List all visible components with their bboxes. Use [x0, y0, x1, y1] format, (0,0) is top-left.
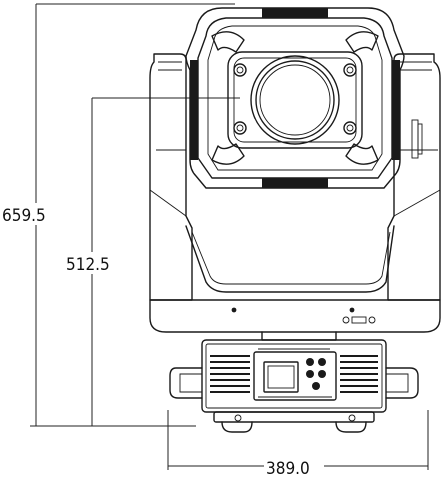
fixture-base: [169, 339, 419, 433]
screw-right: [349, 307, 355, 313]
head-top-vent: [262, 8, 328, 18]
menu-button: [306, 358, 314, 366]
lcd-display: [263, 361, 299, 393]
control-panel: [253, 351, 337, 401]
head-bottom-vent: [262, 178, 328, 188]
dimension-total-height: 659.5: [2, 206, 46, 226]
handle-bottom-right: [345, 143, 379, 165]
label-bg-mid: [64, 252, 120, 274]
moving-head: [185, 7, 405, 189]
down-button: [306, 370, 314, 378]
base-feet-bar: [213, 411, 375, 423]
yoke-inner-u: [185, 225, 395, 293]
foot-left: [221, 421, 253, 433]
head-right-vent: [392, 60, 400, 160]
lens-outer-ring: [250, 55, 340, 145]
yoke-arm-left: [149, 53, 193, 301]
lens-glass: [259, 64, 331, 136]
lens-screw-bl: [233, 121, 247, 135]
dimension-width: 389.0: [266, 459, 310, 479]
yoke-base: [149, 299, 441, 333]
foot-right: [335, 421, 367, 433]
base-vent-left: [210, 355, 250, 393]
head-left-vent: [190, 60, 198, 160]
back-button: [312, 382, 320, 390]
neck: [261, 331, 337, 341]
base-handle-left: [169, 367, 203, 399]
dimension-lines: [30, 3, 429, 470]
base-vent-right: [340, 355, 378, 393]
label-bg-width: [264, 456, 324, 478]
yoke-arm-left-detail: [156, 61, 186, 151]
base-handle-right: [385, 367, 419, 399]
lens-screw-tl: [233, 63, 247, 77]
yoke: [149, 53, 441, 333]
lens-screw-br: [343, 121, 357, 135]
handle-top-right: [345, 31, 379, 53]
enter-button: [318, 370, 326, 378]
label-bg-total: [0, 203, 56, 225]
lens-screw-tr: [343, 63, 357, 77]
screw-left: [231, 307, 237, 313]
head-outer: [185, 7, 405, 189]
dimension-mid-height: 512.5: [66, 255, 110, 275]
up-button: [318, 358, 326, 366]
yoke-connector: [411, 119, 419, 159]
lens-mid-ring: [255, 60, 335, 140]
handle-bottom-left: [211, 143, 245, 165]
handle-top-left: [211, 31, 245, 53]
lens-plate: [227, 51, 363, 149]
head-frame: [197, 17, 393, 179]
